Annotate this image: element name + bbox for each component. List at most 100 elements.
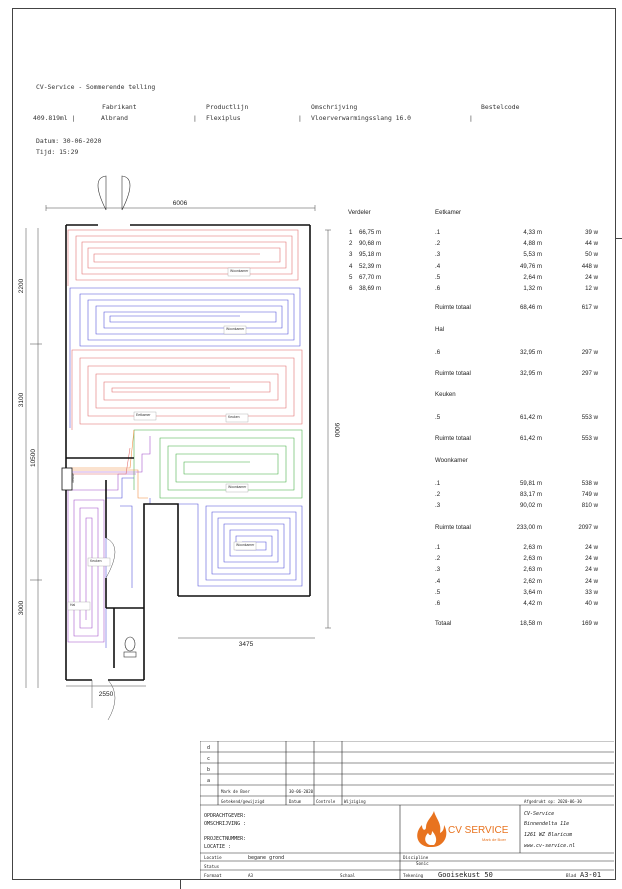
grand-total-length: 18,58 m — [519, 620, 542, 627]
rev-c: c — [207, 756, 210, 762]
header-col-omschrijving: Omschrijving — [311, 103, 358, 111]
room-circuit-length: 59,81 m — [519, 480, 542, 487]
rev-header-date: Datum — [289, 799, 302, 804]
room-tag-r4: Keuken — [228, 415, 240, 419]
entry-doors — [97, 175, 131, 211]
extra-circuit-length: 2,63 m — [523, 544, 542, 551]
room-name: Keuken — [435, 391, 456, 398]
room-circuit-length: 2,64 m — [523, 273, 542, 281]
room-total-label: Ruimte totaal — [435, 523, 471, 531]
wall-outer-step — [143, 503, 179, 680]
loop-orange-feed — [70, 429, 148, 499]
room-circuit-power: 297 w — [581, 349, 598, 356]
dim-bottom-right: 3475 — [239, 641, 254, 648]
room-total-power: 617 w — [581, 304, 598, 312]
extra-circuit-length: 2,63 m — [523, 555, 542, 563]
header-row-omschrijving: Vloerverwarmingsslang 16.0 — [311, 114, 412, 122]
company-line-2: Binnendelta 11e — [524, 821, 569, 827]
extra-circuit-power: 24 w — [585, 566, 598, 574]
room-total-label: Ruimte totaal — [435, 370, 471, 378]
room-circuit-length: 61,42 m — [519, 414, 542, 421]
extra-circuit-power: 24 w — [585, 555, 598, 563]
room-circuit-length: 32,95 m — [519, 349, 542, 356]
tekening-key: Tekening — [403, 873, 424, 878]
distributor-number: 3 — [349, 251, 353, 259]
cv-service-logo: CV SERVICE Mark de Boer — [417, 811, 509, 847]
flame-icon — [417, 811, 447, 847]
header-row-fabrikant: Albrand — [101, 114, 128, 122]
extra-circuit-length: 3,64 m — [523, 588, 542, 596]
distributor-length: 67,70 m — [359, 273, 382, 281]
header-col-productlijn: Productlijn — [206, 103, 249, 111]
dim-right-height: 9000 — [333, 423, 340, 438]
manifold-label: Verdeler — [71, 473, 75, 483]
room-circuit-length: 4,88 m — [523, 240, 542, 248]
extra-circuit-power: 24 w — [585, 544, 598, 551]
rev-header-change: Wijziging — [344, 799, 366, 804]
room-circuit: .3 — [435, 251, 441, 259]
room-name: Woonkamer — [435, 457, 468, 464]
distributor-header: Verdeler — [348, 209, 371, 216]
dim-bottom-left: 2550 — [99, 691, 114, 698]
loop-feed-bundle — [70, 436, 151, 473]
drawn-by: Mark de Boer — [221, 789, 250, 794]
loop-purple-hall — [67, 473, 136, 643]
room-total-length: 233,00 m — [516, 523, 542, 531]
rev-header-check: Controle — [316, 799, 336, 804]
extra-circuit-power: 33 w — [585, 588, 598, 596]
room-circuit-power: 810 w — [581, 502, 598, 510]
room-circuit: .3 — [435, 502, 441, 510]
dim-left-middle: 3100 — [18, 392, 25, 407]
company-line-3: 1261 WZ Blaricum — [524, 832, 572, 838]
formaat-value: A3 — [248, 873, 254, 878]
room-circuit-power: 749 w — [581, 491, 598, 499]
rev-d: d — [207, 745, 210, 751]
room-circuit-power: 39 w — [585, 229, 598, 236]
room-circuit-length: 49,76 m — [519, 262, 542, 270]
room-total-power: 553 w — [581, 435, 598, 443]
room-circuit-power: 44 w — [585, 240, 598, 248]
room-tag-r1: Woonkamer — [230, 269, 249, 273]
header-row-productlijn: Flexiplus — [206, 114, 241, 122]
room-total-length: 68,46 m — [519, 304, 542, 312]
header-row-sep3: | — [469, 114, 473, 122]
loop-red-top — [67, 229, 299, 286]
room-circuit-length: 83,17 m — [519, 491, 542, 499]
room-name: Hal — [435, 326, 445, 333]
room-total-length: 32,95 m — [519, 370, 542, 378]
status-key: Status — [204, 864, 220, 869]
rev-a: a — [207, 778, 210, 784]
frame-tick-bottom — [180, 880, 181, 889]
extra-circuit: .5 — [435, 588, 441, 596]
extra-circuit: .3 — [435, 566, 441, 574]
distributor-length: 38,69 m — [359, 285, 382, 292]
door-leaf-left — [97, 175, 107, 211]
extra-circuit: .6 — [435, 600, 441, 607]
locatie-key: Locatie — [204, 855, 222, 860]
room-circuit-power: 50 w — [585, 251, 598, 259]
drawn-date: 30-06-2020 — [289, 789, 314, 794]
distributor-length: 52,39 m — [359, 262, 382, 270]
room-circuit-power: 448 w — [581, 262, 598, 270]
room-total-label: Ruimte totaal — [435, 435, 471, 443]
door-swing-entry — [91, 679, 116, 721]
grand-total-label: Totaal — [435, 620, 452, 627]
schaal-key: Schaal — [340, 873, 356, 878]
room-circuit: .2 — [435, 491, 441, 499]
distributor-number: 6 — [349, 285, 353, 292]
dimension-labels: 6006 2200 3100 10500 3000 9000 3475 2550 — [18, 200, 340, 698]
room-tag-r8: Hal — [70, 603, 75, 607]
locatie-value: begane grond — [248, 855, 284, 861]
dim-left-lower: 3000 — [18, 600, 25, 615]
distributor-number: 1 — [349, 229, 353, 236]
header-col-bestelcode: Bestelcode — [481, 103, 520, 111]
logo-sub: Mark de Boer — [482, 837, 507, 842]
loop-blue-upper — [69, 287, 301, 428]
logo-name: CV SERVICE — [448, 825, 509, 836]
room-circuit: .2 — [435, 240, 441, 248]
room-circuit-power: 553 w — [581, 414, 598, 421]
manifold-box — [61, 467, 73, 491]
header-row-sep2: | — [298, 114, 302, 122]
discipline-key: Discipline — [403, 855, 429, 860]
title-block: d c b a Mark de Boer 30-06-2020 Getekend… — [200, 741, 614, 879]
